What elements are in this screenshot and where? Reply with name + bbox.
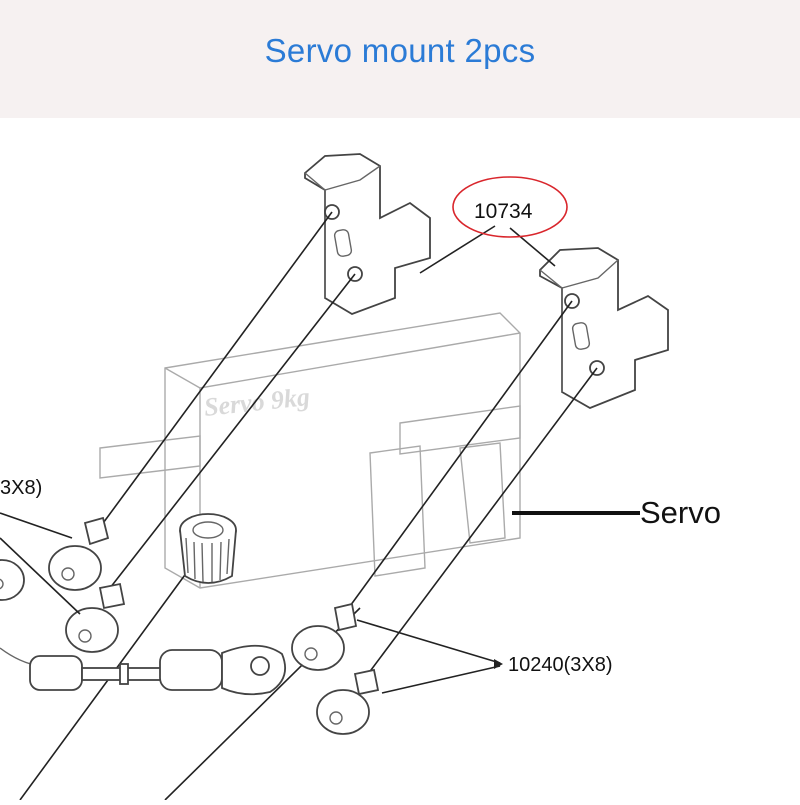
servo-body-text: Servo 9kg	[203, 382, 312, 422]
screw-1	[48, 516, 110, 591]
assembly-drawing: Servo 9kg 10734	[0, 153, 721, 801]
screw-5-partial	[0, 559, 25, 601]
screw-3	[291, 602, 358, 671]
screw-label-left: 3X8)	[0, 477, 42, 499]
page-title: Servo mount 2pcs	[264, 32, 536, 69]
header-banner: Servo mount 2pcs	[0, 0, 800, 118]
servo-mount-right	[539, 247, 669, 409]
screw-label-right: 10240(3X8)	[508, 654, 613, 676]
servo-horn-adapter	[179, 513, 237, 584]
servo-body: Servo 9kg	[99, 312, 521, 589]
screw-4	[316, 668, 380, 735]
screw-callout-leaders	[356, 619, 503, 694]
servo-label: Servo	[640, 495, 721, 530]
screw-callout-left-leaders	[0, 512, 81, 615]
part-number-highlight	[452, 176, 568, 238]
part-number-label: 10734	[474, 200, 533, 223]
assembly-diagram: Servo 9kg 10734	[0, 118, 800, 801]
servo-mount-left	[304, 153, 431, 315]
part-number-leaders	[419, 225, 556, 274]
screw-axis-lines	[19, 211, 598, 801]
linkage-rod	[0, 644, 286, 696]
screw-2	[65, 582, 126, 653]
